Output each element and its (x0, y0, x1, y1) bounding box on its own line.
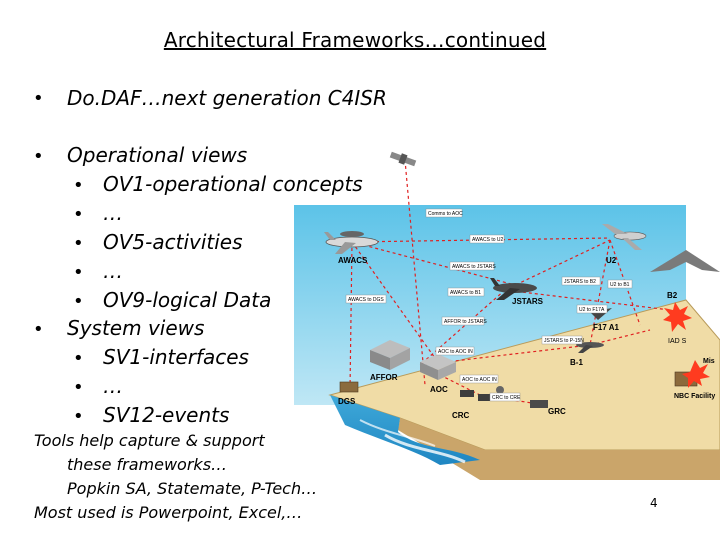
aoc-building-icon (420, 354, 456, 380)
svg-text:AFFOR to JSTARS: AFFOR to JSTARS (444, 319, 487, 325)
affor-label: AFFOR (370, 373, 398, 382)
svg-text:AOC to AOC IN: AOC to AOC IN (462, 377, 497, 383)
svg-text:U2 to B1: U2 to B1 (610, 282, 630, 288)
iad-label: IAD S (668, 338, 687, 345)
sub-item-ellipsis-2: … (103, 259, 123, 283)
svg-text:JSTARS to P-15N: JSTARS to P-15N (544, 338, 584, 344)
sub-item-ellipsis-3: … (103, 374, 123, 398)
bullet: • (33, 319, 44, 340)
bullet-dodaf: Do.DAF…next generation C4ISR (67, 86, 387, 110)
link-lines (349, 159, 671, 406)
affor-building-icon (370, 340, 410, 370)
terrain-front (398, 418, 720, 480)
sub-bullet: • (73, 204, 84, 225)
sub-bullet: • (73, 406, 84, 427)
aoc-label: AOC (430, 385, 448, 394)
satellite-icon (389, 151, 417, 167)
sub-bullet: • (73, 291, 84, 312)
footer-line-1: Tools help capture & support (34, 431, 265, 450)
svg-text:AWACS to B1: AWACS to B1 (450, 290, 481, 296)
jstars-label: JSTARS (512, 297, 544, 306)
svg-text:CRC to CRE: CRC to CRE (492, 395, 521, 401)
svg-text:JSTARS to B2: JSTARS to B2 (564, 279, 596, 285)
ov1-operational-concept-graphic: AWACS JSTARS U2 B2 F17 A1 IAD S B-1 AFFO… (294, 151, 720, 480)
sub-bullet: • (73, 377, 84, 398)
sub-bullet: • (73, 233, 84, 254)
crc-vehicles-icon (460, 386, 504, 401)
u2-label: U2 (606, 256, 617, 265)
svg-text:AOC to AOC IN: AOC to AOC IN (438, 349, 473, 355)
grc-label: GRC (548, 407, 566, 416)
sub-bullet: • (73, 262, 84, 283)
sub-item-ellipsis-1: … (103, 201, 123, 225)
bullet-operational-views: Operational views (67, 143, 248, 167)
dgs-label: DGS (338, 397, 356, 406)
jstars-aircraft-icon (490, 278, 537, 300)
dgs-building-icon (339, 381, 359, 393)
b2-label: B2 (667, 291, 678, 300)
water (330, 395, 480, 465)
sub-item-sv1: SV1-interfaces (103, 345, 249, 369)
svg-text:Comms to AOC: Comms to AOC (428, 211, 463, 217)
svg-text:AWACS to JSTARS: AWACS to JSTARS (452, 264, 496, 270)
sub-item-ov5: OV5-activities (103, 230, 243, 254)
sub-bullet: • (73, 175, 84, 196)
bullet-system-views: System views (67, 316, 205, 340)
bullet: • (33, 88, 44, 109)
awacs-label: AWACS (338, 256, 368, 265)
nbc-facility-icon (674, 360, 710, 388)
footer-line-2: these frameworks… (67, 455, 228, 474)
footer-line-3: Popkin SA, Statemate, P-Tech… (67, 479, 318, 498)
nbc-label: NBC Facility (674, 393, 715, 400)
sub-item-ov9: OV9-logical Data (103, 288, 272, 312)
bullet: • (33, 146, 44, 167)
sub-item-sv12: SV12-events (103, 403, 230, 427)
svg-text:AWACS to U2: AWACS to U2 (472, 237, 504, 243)
mis-label: Mis (703, 358, 715, 365)
link-label-boxes: Comms to AOC AWACS to U2 AWACS to JSTARS… (345, 208, 633, 402)
b1-bomber-icon (576, 342, 604, 353)
explosion-icon (663, 302, 692, 332)
b1-label: B-1 (570, 358, 583, 367)
page-number: 4 (650, 496, 658, 510)
svg-text:AWACS to DGS: AWACS to DGS (348, 297, 384, 303)
svg-text:U2 to F17A: U2 to F17A (579, 307, 605, 313)
footer-line-4: Most used is Powerpoint, Excel,… (34, 503, 303, 522)
sub-item-ov1: OV1-operational concepts (103, 172, 363, 196)
u2-aircraft-icon (602, 224, 647, 250)
awacs-aircraft-icon (324, 231, 379, 254)
f17-label: F17 A1 (593, 323, 619, 332)
slide-title: Architectural Frameworks…continued (163, 28, 547, 52)
crc-label: CRC (452, 411, 470, 420)
sub-bullet: • (73, 348, 84, 369)
b2-bomber-icon (650, 250, 720, 272)
grc-site-icon (530, 400, 548, 408)
